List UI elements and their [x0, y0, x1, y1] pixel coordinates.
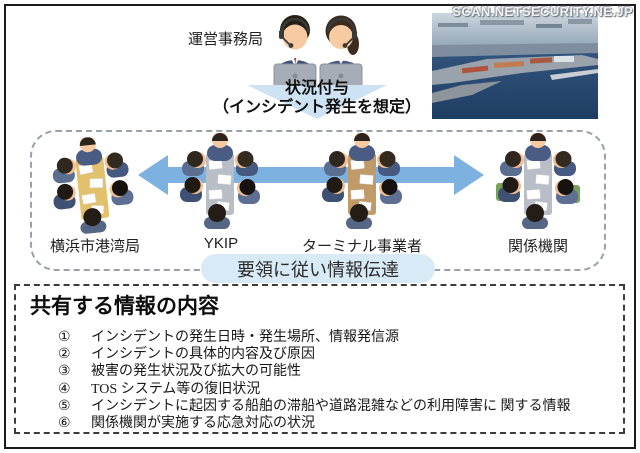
list-item: ② インシデントの具体的内容及び原因 — [58, 346, 571, 363]
shared-info-title: 共有する情報の内容 — [30, 295, 219, 318]
group-terminal-operators-illustration — [312, 133, 412, 229]
item-number: ② — [58, 347, 71, 363]
shared-info-list: ① インシデントの発生日時・発生場所、情報発信源 ② インシデントの具体的内容及… — [58, 329, 571, 432]
list-item: ⑥ 関係機関が実施する応急対応の状況 — [58, 415, 571, 432]
item-text: 被害の発生状況及び拡大の可能性 — [91, 364, 301, 380]
item-number: ① — [58, 330, 71, 345]
item-number: ⑥ — [58, 416, 71, 432]
group-yokohama-port-bureau-illustration — [42, 137, 142, 233]
item-number: ③ — [58, 364, 71, 380]
list-item: ④ TOS システム等の復旧状況 — [58, 381, 571, 398]
list-item: ① インシデントの発生日時・発生場所、情報発信源 — [58, 329, 571, 346]
item-number: ⑤ — [58, 398, 71, 414]
outer-frame — [4, 4, 636, 449]
bidirectional-arrow-icon — [138, 155, 484, 195]
item-text: 関係機関が実施する応急対応の状況 — [91, 416, 315, 432]
watermark: SCAN.NETSECURITY.NE.JP — [452, 4, 633, 19]
list-item: ③ 被害の発生状況及び拡大の可能性 — [58, 363, 571, 380]
group-related-agencies-illustration — [488, 133, 588, 229]
down-arrow-icon — [247, 85, 387, 119]
flow-label-pill: 要領に従い情報伝達 — [201, 254, 435, 283]
shared-info-box — [14, 284, 625, 434]
item-text: インシデントの具体的内容及び原因 — [91, 347, 315, 363]
group-ykip-illustration — [170, 133, 270, 229]
item-text: TOS システム等の復旧状況 — [91, 381, 261, 397]
situation-injection: 状況付与 （インシデント発生を想定） — [160, 79, 474, 117]
injection-subtitle: （インシデント発生を想定） — [212, 99, 421, 116]
injection-title: 状況付与 — [284, 80, 349, 97]
item-text: インシデントに起因する船舶の滞船や道路混雑などの利用障害に 関する情報 — [91, 398, 571, 414]
group-label-yokohama-port-bureau: 横浜市港湾局 — [49, 238, 141, 255]
item-text: インシデントの発生日時・発生場所、情報発信源 — [91, 330, 399, 345]
secretariat-label: 運営事務局 — [188, 31, 264, 48]
group-label-related-agencies: 関係機関 — [507, 238, 569, 255]
item-number: ④ — [58, 381, 71, 397]
list-item: ⑤ インシデントに起因する船舶の滞船や道路混雑などの利用障害に 関する情報 — [58, 398, 571, 415]
group-label-terminal-operators: ターミナル事業者 — [301, 238, 423, 255]
group-label-ykip: YKIP — [203, 235, 239, 252]
